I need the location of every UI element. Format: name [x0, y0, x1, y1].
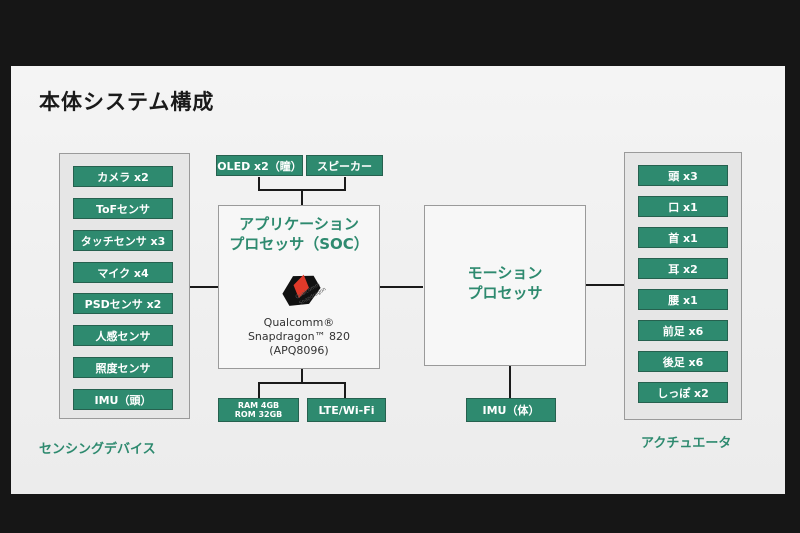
application-processor-box: アプリケーション プロセッサ（SOC） Qualcomm Snapdragon …	[218, 205, 380, 369]
sensing-panel	[59, 153, 190, 419]
ram-label: RAM 4GB	[237, 401, 280, 410]
actuator-item: 腰 x1	[638, 289, 728, 310]
motion-processor-title-1: モーション	[467, 264, 543, 282]
actuator-item: 耳 x2	[638, 258, 728, 279]
chip-line-3: (APQ8096)	[269, 344, 329, 357]
app-processor-title-1: アプリケーション	[239, 215, 359, 233]
speaker-chip: スピーカー	[306, 155, 383, 176]
connector-line	[258, 382, 260, 398]
actuator-item: しっぽ x2	[638, 382, 728, 403]
actuator-item: 前足 x6	[638, 320, 728, 341]
connector-line	[301, 189, 303, 205]
sensing-item: マイク x4	[73, 262, 173, 283]
imu-body-chip: IMU（体）	[466, 398, 556, 422]
sensing-item: 人感センサ	[73, 325, 173, 346]
sensing-item: タッチセンサ x3	[73, 230, 173, 251]
actuator-item: 後足 x6	[638, 351, 728, 372]
sensing-item: ToFセンサ	[73, 198, 173, 219]
connector-line	[190, 286, 219, 288]
chip-line-1: Qualcomm®	[263, 316, 335, 329]
chip-line-2: Snapdragon™ 820	[247, 330, 351, 343]
actuator-caption: アクチュエータ	[641, 436, 732, 451]
chip-info: Qualcomm® Snapdragon™ 820 (APQ8096)	[219, 316, 379, 358]
presentation-slide: 本体システム構成 カメラ x2 ToFセンサ タッチセンサ x3 マイク x4 …	[11, 66, 785, 494]
app-processor-title-2: プロセッサ（SOC）	[229, 235, 369, 253]
actuator-item: 口 x1	[638, 196, 728, 217]
actuator-item: 首 x1	[638, 227, 728, 248]
memory-chip: RAM 4GB ROM 32GB	[218, 398, 299, 422]
slide-title: 本体システム構成	[39, 90, 215, 114]
connector-line	[344, 177, 346, 191]
snapdragon-logo-icon	[282, 274, 321, 306]
oled-chip: OLED x2（瞳）	[216, 155, 303, 176]
lte-wifi-chip: LTE/Wi-Fi	[307, 398, 386, 422]
connector-line	[379, 286, 423, 288]
sensing-item: IMU（頭）	[73, 389, 173, 410]
connector-line	[509, 366, 511, 398]
rom-label: ROM 32GB	[234, 410, 283, 419]
actuator-panel	[624, 152, 742, 420]
sensing-item: 照度センサ	[73, 357, 173, 378]
connector-line	[258, 382, 346, 384]
sensing-item: PSDセンサ x2	[73, 293, 173, 314]
connector-line	[344, 382, 346, 398]
connector-line	[258, 177, 260, 191]
connector-line	[586, 284, 624, 286]
sensing-caption: センシングデバイス	[39, 442, 156, 457]
sensing-item: カメラ x2	[73, 166, 173, 187]
connector-line	[301, 369, 303, 384]
motion-processor-box: モーション プロセッサ	[424, 205, 586, 366]
actuator-item: 頭 x3	[638, 165, 728, 186]
motion-processor-title-2: プロセッサ	[467, 284, 543, 302]
